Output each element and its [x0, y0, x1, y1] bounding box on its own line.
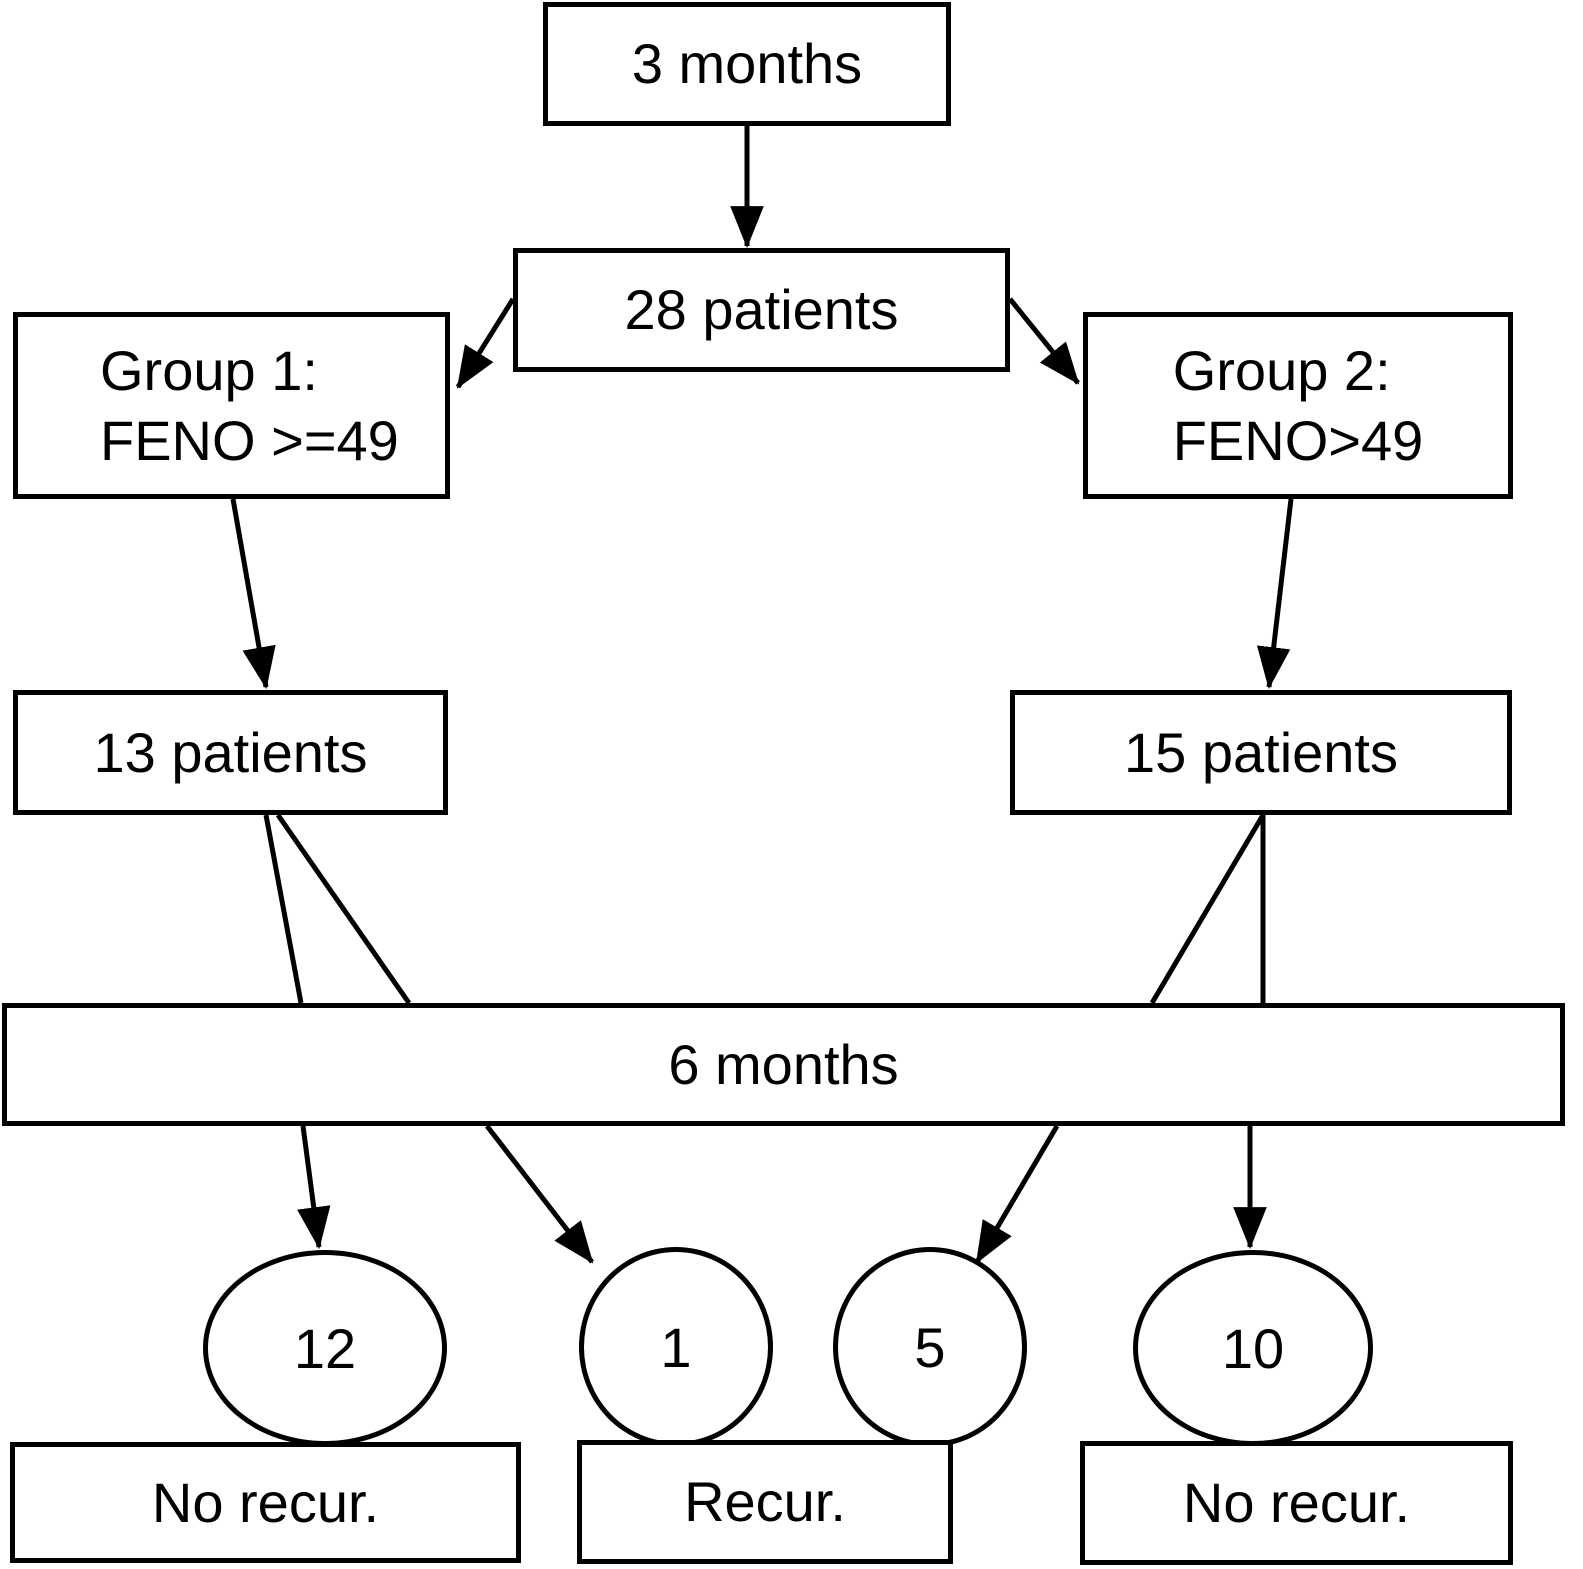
node-3-months: 3 months	[543, 2, 951, 126]
group-2-criterion: FENO>49	[1172, 408, 1424, 472]
arrow-6months-to-12	[297, 1125, 331, 1250]
node-group-1: Group 1: FENO >=49	[13, 312, 450, 499]
arrow-group1-to-13patients	[230, 498, 276, 690]
group-1-title: Group 1:	[100, 338, 318, 402]
line-13patients-to-6months-a	[263, 814, 304, 1004]
node-outcome-10-label: 10	[1221, 1316, 1285, 1380]
node-outcome-10: 10	[1133, 1250, 1373, 1446]
line-13patients-to-6months-b	[275, 813, 412, 1005]
node-3-months-label: 3 months	[631, 32, 863, 95]
node-outcome-1-label: 1	[660, 1315, 692, 1379]
node-group-2: Group 2: FENO>49	[1083, 312, 1513, 499]
node-outcome-5: 5	[833, 1247, 1027, 1447]
node-recur-label: Recur.	[684, 1470, 846, 1533]
arrow-group2-to-15patients	[1256, 498, 1294, 690]
node-15-patients-label: 15 patients	[1124, 720, 1398, 784]
node-outcome-1: 1	[579, 1247, 773, 1447]
arrow-28patients-to-group2	[1008, 297, 1080, 385]
node-outcome-12: 12	[203, 1250, 447, 1446]
node-6-months-label: 6 months	[668, 1032, 899, 1096]
node-6-months: 6 months	[2, 1003, 1565, 1126]
node-no-recur-right-label: No recur.	[1182, 1471, 1411, 1534]
node-15-patients: 15 patients	[1010, 690, 1512, 815]
node-no-recur-left: No recur.	[10, 1442, 521, 1563]
node-no-recur-left-label: No recur.	[151, 1470, 380, 1534]
node-28-patients-label: 28 patients	[624, 278, 899, 341]
node-13-patients: 13 patients	[13, 690, 448, 815]
node-outcome-12-label: 12	[293, 1316, 357, 1380]
node-28-patients: 28 patients	[513, 248, 1010, 372]
node-outcome-5-label: 5	[914, 1315, 946, 1379]
arrow-6months-to-1	[485, 1124, 594, 1264]
group-1-criterion: FENO >=49	[100, 408, 399, 472]
node-13-patients-label: 13 patients	[93, 720, 368, 784]
node-recur: Recur.	[577, 1440, 953, 1564]
arrow-28patients-to-group1	[455, 297, 516, 389]
line-15patients-to-6months-b	[1149, 813, 1266, 1005]
group-2-title: Group 2:	[1172, 338, 1391, 402]
node-no-recur-right: No recur.	[1080, 1441, 1513, 1565]
arrow-6months-to-5	[974, 1124, 1060, 1264]
